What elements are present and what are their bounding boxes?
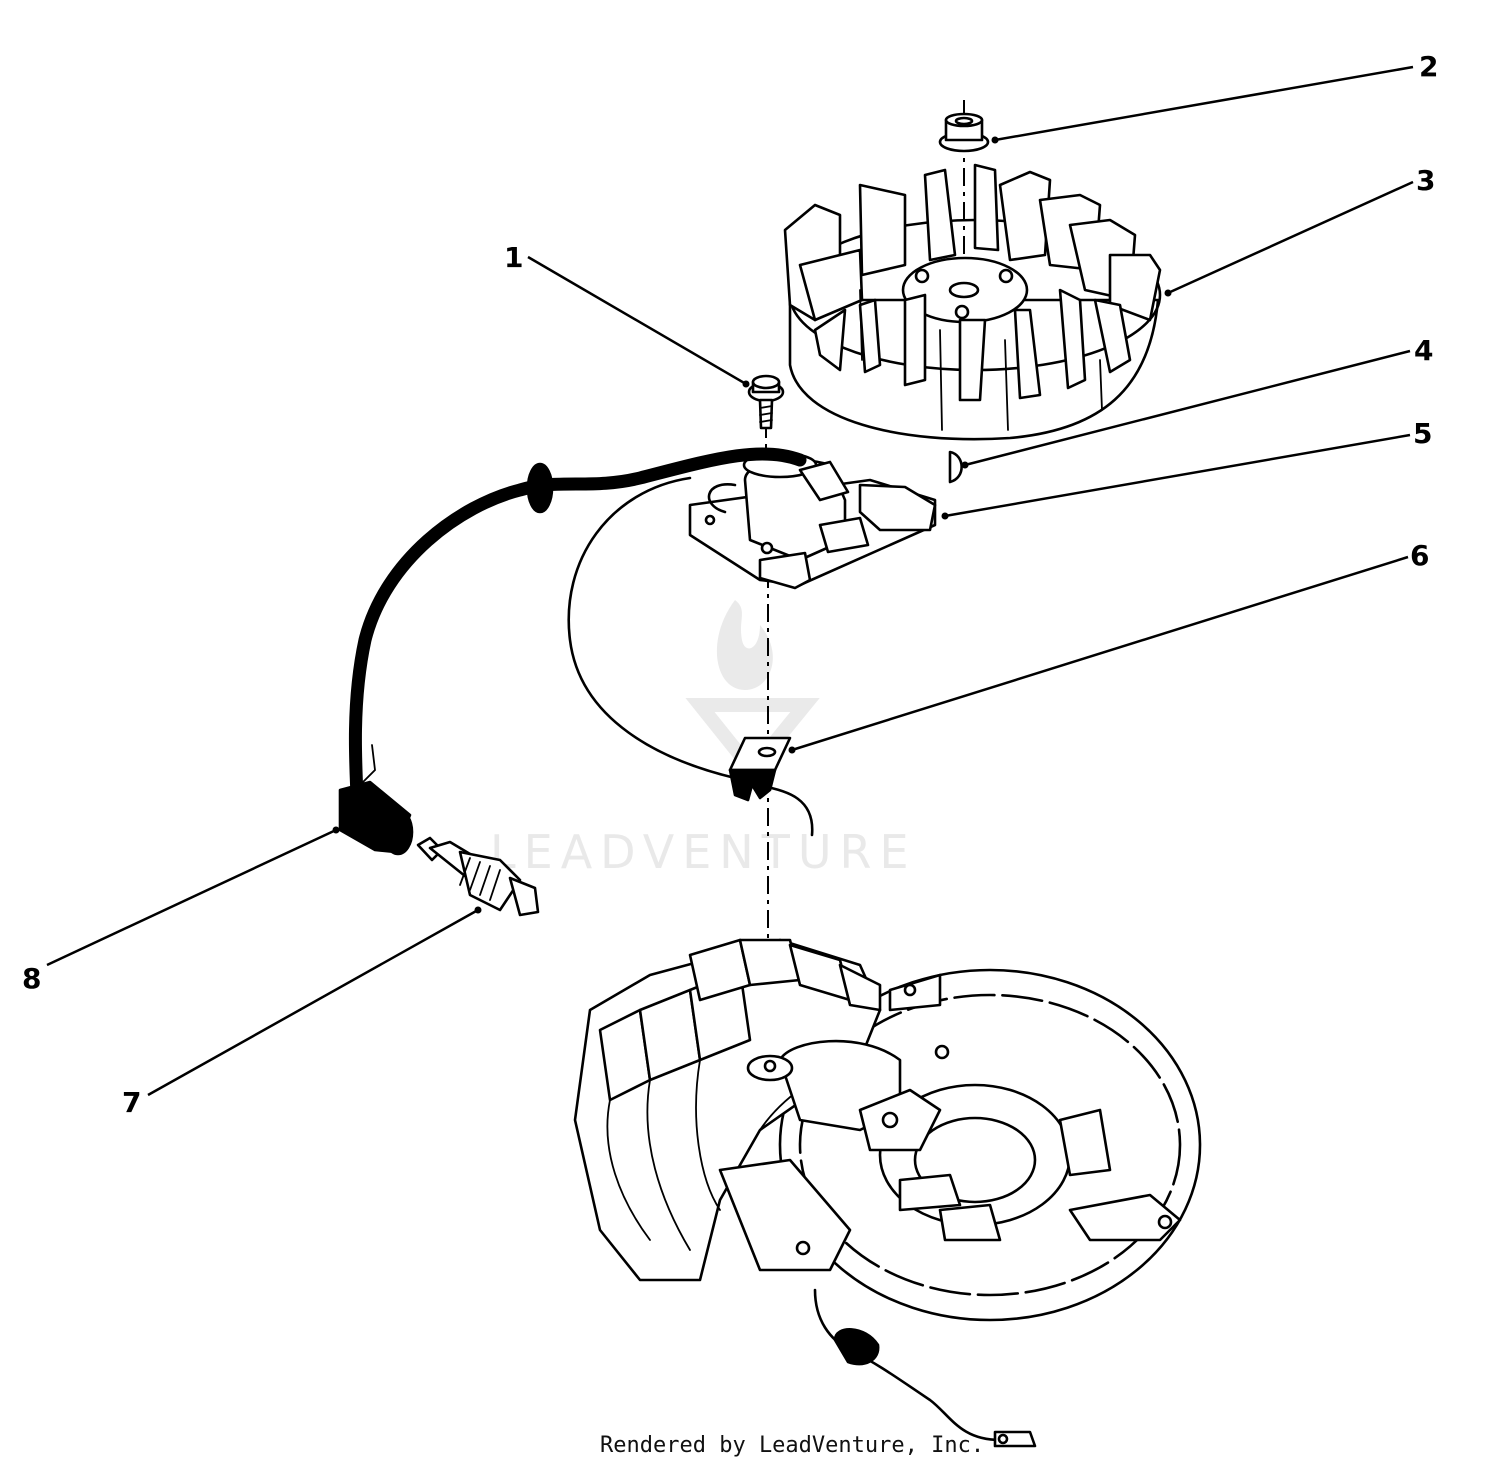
- callout-6: 6: [1410, 539, 1429, 572]
- callout-4: 4: [1414, 334, 1433, 367]
- stop-wire: [813, 1288, 1037, 1448]
- spark-plug-wire: [338, 447, 807, 856]
- callout-5: 5: [1413, 417, 1432, 450]
- leader-lines: [46, 65, 1414, 1097]
- flywheel: [783, 163, 1162, 441]
- engine-block: [573, 938, 1202, 1322]
- watermark-text: LEADVENTURE: [490, 825, 917, 879]
- callout-1: 1: [504, 241, 523, 274]
- callout-2: 2: [1419, 50, 1438, 83]
- callout-labels: 1 2 3 4 5 6 7 8: [22, 50, 1438, 1119]
- ground-clip: [728, 736, 792, 802]
- ignition-module: [688, 451, 937, 590]
- render-credit: Rendered by LeadVenture, Inc.: [600, 1433, 984, 1458]
- callout-7: 7: [122, 1086, 141, 1119]
- callout-3: 3: [1416, 164, 1435, 197]
- woodruff-key: [948, 450, 963, 484]
- leadventure-watermark: LEADVENTURE: [490, 600, 917, 879]
- callout-8: 8: [22, 962, 41, 995]
- spark-plug: [416, 836, 540, 917]
- flange-nut: [938, 112, 990, 153]
- screw: [747, 374, 785, 430]
